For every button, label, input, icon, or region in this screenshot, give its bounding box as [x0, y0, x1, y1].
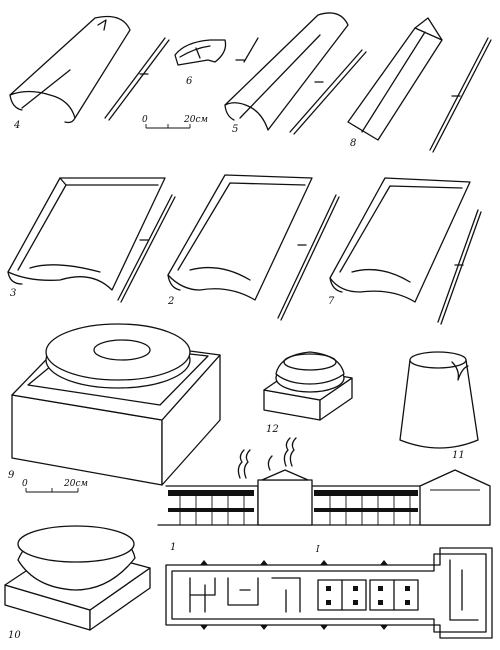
label-5: 5	[232, 124, 238, 135]
label-4: 4	[13, 120, 20, 131]
label-6: 6	[186, 76, 193, 87]
flat-tile-3	[7, 177, 166, 291]
tile-3-section	[117, 194, 176, 303]
ground-plan	[165, 547, 493, 639]
column-base-10	[4, 525, 151, 631]
label-3: 3	[10, 288, 16, 299]
tile-5-section	[289, 49, 367, 135]
scale-top-value: 20см	[183, 115, 208, 125]
column-base-12	[263, 351, 353, 421]
tile-4	[9, 15, 131, 124]
scale-bottom-zero: 0	[22, 479, 28, 489]
scale-bar-bottom	[25, 488, 79, 493]
label-1: 1	[170, 542, 176, 553]
label-12: 12	[266, 424, 279, 435]
tile-5	[224, 12, 349, 131]
label-11: 11	[452, 450, 465, 461]
flat-tile-7	[329, 177, 471, 303]
tile-6-fragment	[174, 39, 227, 66]
scale-top-zero: 0	[142, 115, 148, 125]
label-10: 10	[8, 630, 21, 641]
label-2: 2	[167, 296, 174, 307]
label-8: 8	[350, 138, 356, 149]
label-9: 9	[8, 470, 15, 481]
tile-2-section	[277, 194, 340, 321]
ridge-tile-8	[347, 17, 443, 141]
column-base-9	[11, 323, 221, 486]
scale-bar-top	[145, 124, 191, 129]
tile-7-section	[437, 209, 482, 325]
tile-8-section	[429, 37, 492, 153]
label-7: 7	[328, 296, 335, 307]
section-mark-top: I	[315, 545, 320, 555]
pot-11	[399, 351, 479, 449]
flat-tile-2	[167, 174, 313, 301]
tile-4-section	[104, 37, 170, 121]
scale-bottom-value: 20см	[63, 479, 88, 489]
tile-6-section	[235, 37, 259, 63]
building-elevation-1	[157, 437, 491, 526]
